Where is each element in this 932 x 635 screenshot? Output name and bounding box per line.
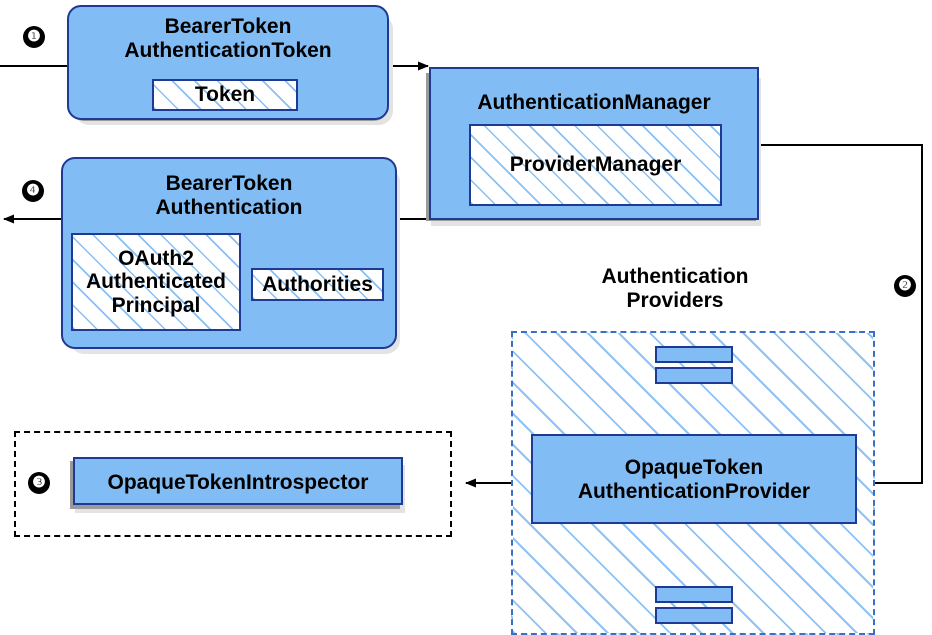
token-compartment: Token: [152, 79, 298, 111]
opaque-token-introspector-title: OpaqueTokenIntrospector: [107, 471, 369, 494]
badge-3: ❸: [28, 472, 50, 494]
bearer-token-authentication-title: BearerToken Authentication: [155, 172, 303, 219]
badge-2: ❷: [894, 275, 916, 297]
provider-bar-top-1: [655, 346, 733, 363]
opaque-token-authentication-provider-title: OpaqueToken AuthenticationProvider: [577, 456, 811, 503]
authentication-manager-title: AuthenticationManager: [477, 91, 711, 114]
oauth2-authenticated-principal-compartment: OAuth2 Authenticated Principal: [71, 233, 241, 331]
provider-bar-top-2: [655, 367, 733, 384]
bearer-token-authentication-token-title: BearerToken AuthenticationToken: [124, 15, 332, 62]
opaque-token-authentication-provider-node[interactable]: OpaqueToken AuthenticationProvider: [531, 434, 857, 524]
authentication-providers-label: Authentication Providers: [601, 265, 749, 313]
provider-manager-compartment: ProviderManager: [469, 124, 722, 206]
authorities-compartment: Authorities: [251, 268, 384, 301]
provider-bar-bottom-2: [655, 607, 733, 624]
opaque-token-introspector-node[interactable]: OpaqueTokenIntrospector: [73, 457, 403, 505]
provider-bar-bottom-1: [655, 586, 733, 603]
badge-4: ❹: [22, 180, 44, 202]
badge-1: ❶: [23, 26, 45, 48]
introspector-container: [14, 431, 452, 537]
